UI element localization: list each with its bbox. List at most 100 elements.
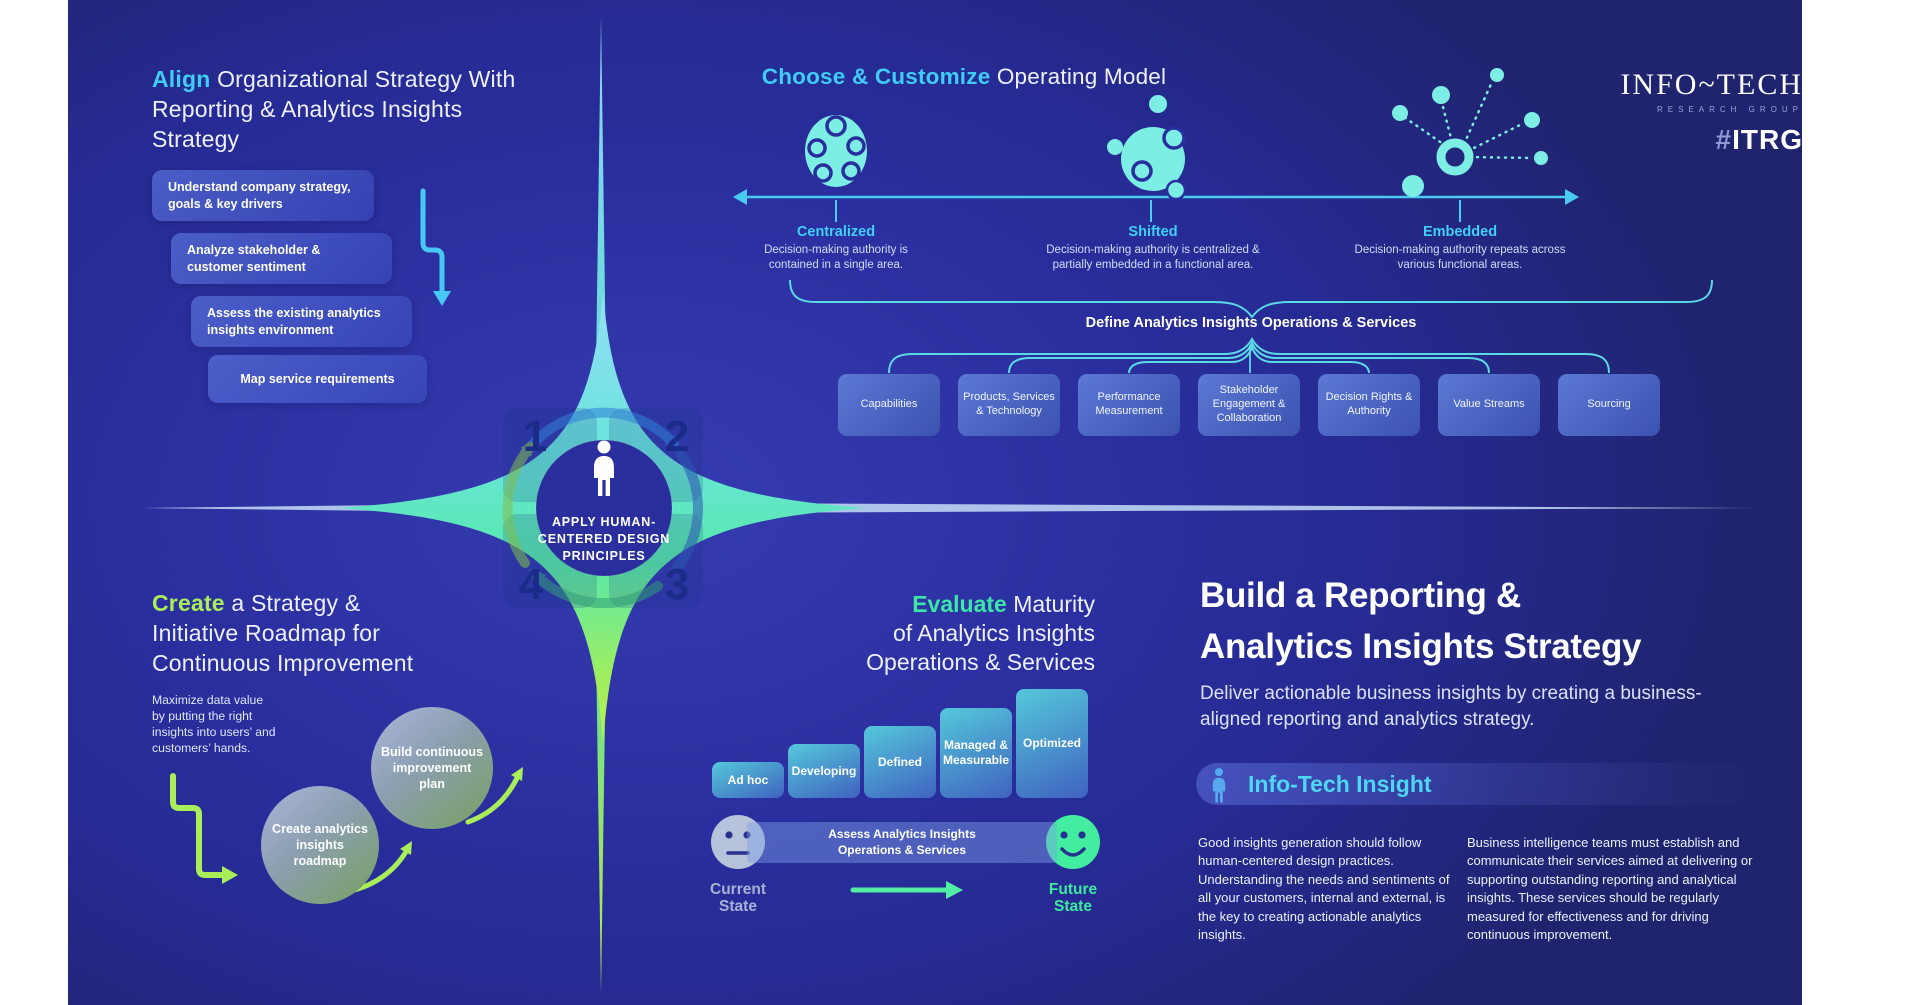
service-label: Sourcing <box>1587 398 1631 411</box>
model-embedded-desc: Decision-making authority repeats across… <box>1354 244 1566 272</box>
maturity-bar-adhoc: Ad hoc <box>712 762 784 798</box>
create-title-accent: Create <box>152 590 225 616</box>
itrg-text: ITRG <box>1732 124 1803 155</box>
step-number-4: 4 <box>518 560 544 609</box>
person-icon <box>594 440 614 496</box>
assess-bar: Assess Analytics Insights Operations & S… <box>747 822 1057 863</box>
insight-pill <box>1196 763 1762 805</box>
evaluate-title-line1-rest: Maturity <box>1006 591 1095 617</box>
align-step-2: Analyze stakeholder & customer sentiment <box>171 233 392 284</box>
maturity-label: Optimized <box>1022 736 1081 750</box>
model-axis <box>746 195 1566 222</box>
main-title-line1: Build a Reporting & <box>1200 576 1521 615</box>
down-step-arrow <box>420 188 451 306</box>
step-number-2: 2 <box>664 412 690 461</box>
model-embedded-name: Embedded <box>1422 224 1498 240</box>
model-centralized-name: Centralized <box>796 224 876 240</box>
infotech-logo: INFO~TECH RESEARCH GROUP #ITRG <box>1545 68 1803 156</box>
state-transition-arrow <box>850 881 963 899</box>
current-state-face-icon <box>711 815 765 869</box>
insight-paragraph-1: Good insights generation should follow h… <box>1198 835 1450 943</box>
insight-paragraph-2: Business intelligence teams must establi… <box>1467 835 1753 943</box>
maturity-bar-defined: Defined <box>864 726 936 798</box>
service-box-performance: Performance Measurement <box>1078 374 1180 436</box>
maturity-label: Managed & Measurable <box>942 738 1010 767</box>
step-number-1: 1 <box>522 412 548 461</box>
service-box-capabilities: Capabilities <box>838 374 940 436</box>
maturity-label: Defined <box>877 754 922 769</box>
choose-section-title: Choose & Customize Operating Model <box>614 62 1314 92</box>
align-step-1-label: Understand company strategy, goals & key… <box>168 180 351 211</box>
align-step-4: Map service requirements <box>208 355 427 403</box>
evaluate-section-title: Evaluate Maturity of Analytics Insights … <box>735 590 1095 677</box>
center-circle-label: APPLY HUMAN- CENTERED DESIGN PRINCIPLES <box>524 514 684 565</box>
center-label-line: CENTERED DESIGN <box>537 532 671 546</box>
maturity-label: Developing <box>791 763 857 778</box>
align-step-3: Assess the existing analytics insights e… <box>191 296 412 347</box>
align-step-3-label: Assess the existing analytics insights e… <box>207 306 381 337</box>
braces <box>789 279 1713 374</box>
axis-left-arrowhead <box>733 189 747 205</box>
center-label-line: PRINCIPLES <box>562 549 646 563</box>
improvement-bubble: Build continuous improvement plan <box>371 707 493 829</box>
align-step-4-label: Map service requirements <box>240 371 395 386</box>
align-title-rest: Organizational Strategy With Reporting &… <box>152 66 516 152</box>
define-heading: Define Analytics Insights Operations & S… <box>1085 315 1417 331</box>
current-state-label: Current State <box>710 881 766 916</box>
maturity-label: Ad hoc <box>727 772 769 787</box>
main-title-line2: Analytics Insights Strategy <box>1200 627 1642 666</box>
choose-title-accent: Choose & Customize <box>761 64 991 89</box>
service-box-stakeholder: Stakeholder Engagement & Collaboration <box>1198 374 1300 436</box>
center-circle <box>535 439 673 577</box>
create-note: Maximize data value by putting the right… <box>152 693 276 756</box>
improvement-bubble-label: Build continuous improvement plan <box>380 744 484 792</box>
service-label: Performance Measurement <box>1095 391 1163 417</box>
infotech-logo-subline: RESEARCH GROUP <box>1656 105 1803 114</box>
future-state-face-icon <box>1046 815 1100 869</box>
service-label: Capabilities <box>860 398 918 411</box>
embedded-icon <box>1392 68 1548 197</box>
infotech-logo-wordmark: INFO~TECH <box>1620 68 1803 101</box>
model-centralized-desc: Decision-making authority is contained i… <box>764 244 908 272</box>
service-box-decision: Decision Rights & Authority <box>1318 374 1420 436</box>
assess-bar-label: Assess Analytics Insights Operations & S… <box>828 826 976 857</box>
step-number-3: 3 <box>664 560 690 609</box>
center-label-line: APPLY HUMAN- <box>551 515 657 529</box>
choose-title-rest: Operating Model <box>990 64 1167 89</box>
hash-symbol: # <box>1715 124 1733 155</box>
service-box-value-streams: Value Streams <box>1438 374 1540 436</box>
model-shifted-name: Shifted <box>1128 224 1178 240</box>
service-label: Products, Services & Technology <box>963 391 1055 417</box>
main-subtitle: Deliver actionable business insights by … <box>1200 683 1702 730</box>
align-step-2-label: Analyze stakeholder & customer sentiment <box>187 243 321 274</box>
centralized-icon <box>805 115 867 187</box>
service-label: Value Streams <box>1453 398 1525 411</box>
evaluate-title-accent: Evaluate <box>912 591 1007 617</box>
itrg-hashtag: #ITRG <box>1545 124 1803 156</box>
service-label: Decision Rights & Authority <box>1325 391 1413 417</box>
create-title-rest: a Strategy & Initiative Roadmap for Cont… <box>152 590 414 676</box>
maturity-bar-developing: Developing <box>788 744 860 798</box>
service-box-sourcing: Sourcing <box>1558 374 1660 436</box>
improvement-curved-arrow <box>465 767 523 825</box>
align-step-1: Understand company strategy, goals & key… <box>152 170 374 221</box>
cycle-arrows <box>502 407 703 609</box>
axis-right-arrowhead <box>1565 189 1579 205</box>
maturity-bar-optimized: Optimized <box>1016 689 1088 798</box>
service-label: Stakeholder Engagement & Collaboration <box>1212 384 1286 424</box>
align-title-accent: Align <box>152 66 211 92</box>
create-section-title: Create a Strategy & Initiative Roadmap f… <box>152 588 428 678</box>
align-section-title: Align Organizational Strategy With Repor… <box>152 64 530 154</box>
main-title: Build a Reporting & Analytics Insights S… <box>1200 570 1840 672</box>
evaluate-title-line3: Operations & Services <box>866 649 1095 675</box>
shifted-icon <box>1107 95 1187 201</box>
evaluate-title-line2: of Analytics Insights <box>893 620 1095 646</box>
roadmap-bubble: Create analytics insights roadmap <box>261 786 379 904</box>
maturity-bar-managed: Managed & Measurable <box>940 708 1012 798</box>
insight-title: Info-Tech Insight <box>1248 771 1432 797</box>
future-state-label: Future State <box>1048 881 1098 916</box>
model-shifted-desc: Decision-making authority is centralized… <box>1046 244 1260 272</box>
roadmap-bubble-label: Create analytics insights roadmap <box>272 821 368 869</box>
